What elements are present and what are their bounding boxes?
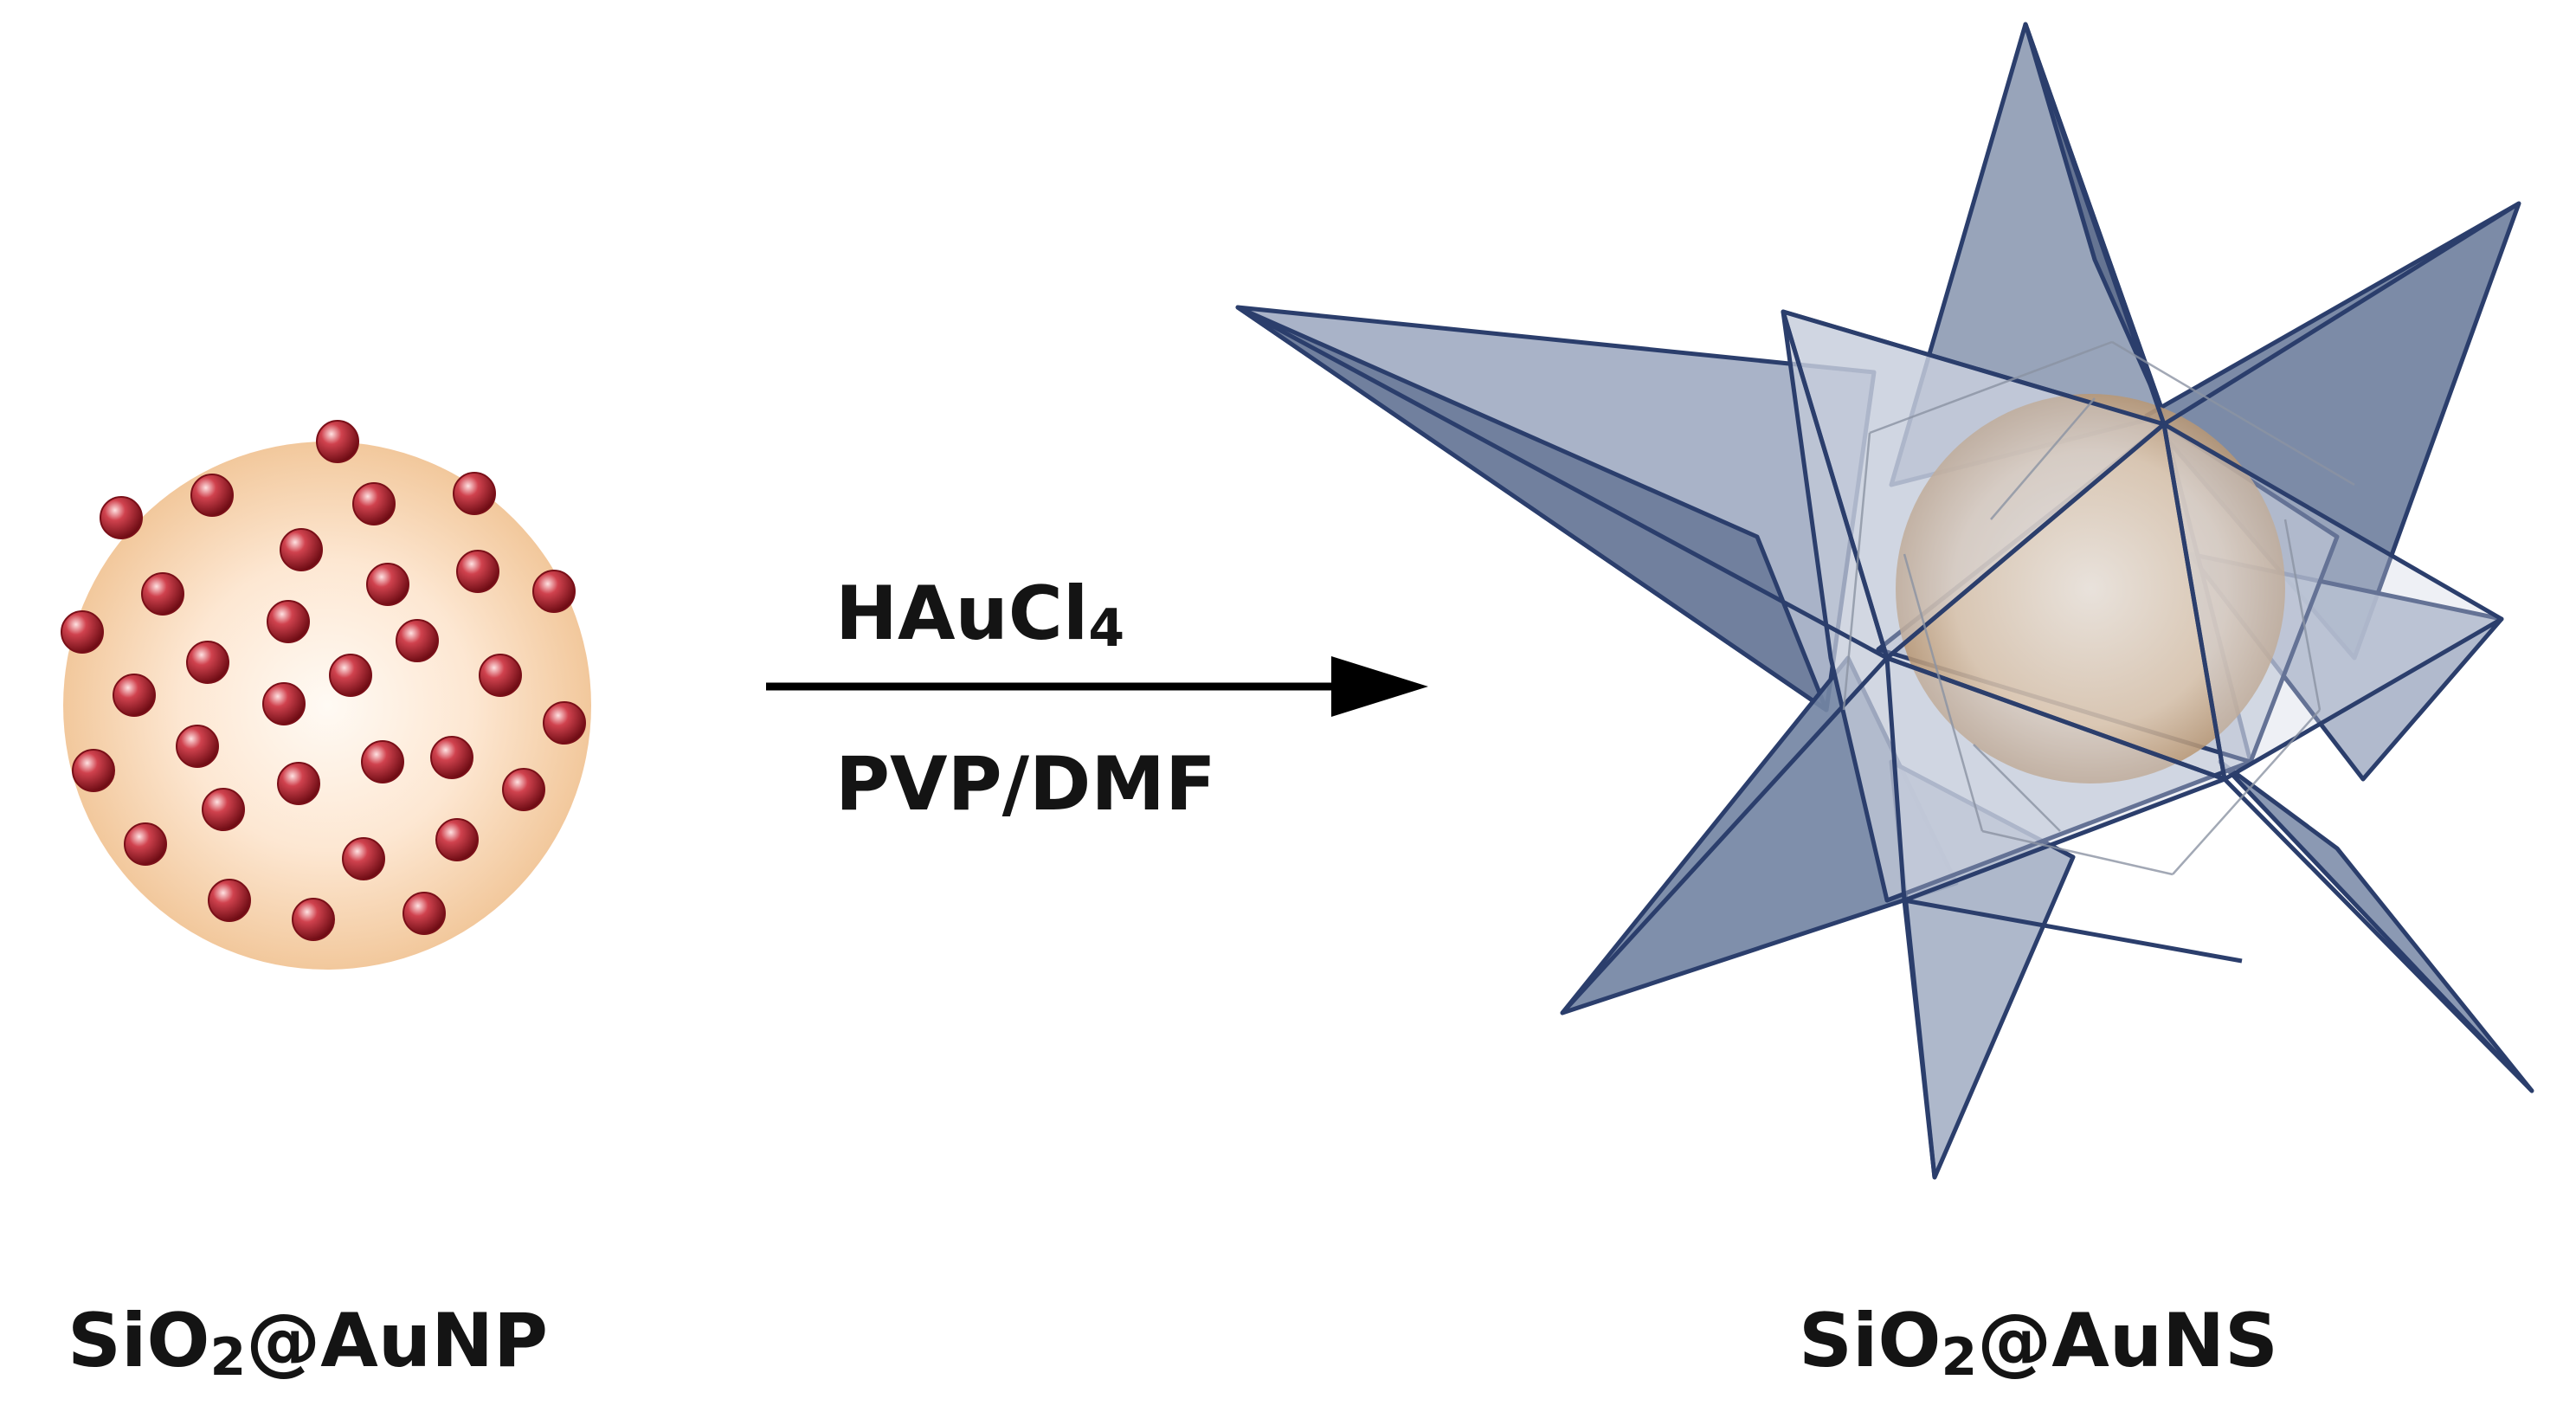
gold-nanoparticle <box>176 725 219 768</box>
gold-nanoparticle <box>361 740 404 783</box>
interior-wireframe <box>1842 340 2355 876</box>
gold-nanoparticle <box>202 788 245 831</box>
edge <box>2023 23 2167 425</box>
spike-bottom-right <box>2218 759 2534 1093</box>
gold-nanoparticle <box>329 654 372 697</box>
gold-nanoparticle <box>479 654 522 697</box>
product-label: SiO2@AuNS <box>1799 1298 2278 1388</box>
reagent-label: HAuCl4 <box>835 571 1124 659</box>
silica-core-inner <box>1896 394 2285 783</box>
gold-nanoparticle <box>262 682 306 725</box>
gold-nanoparticle <box>72 749 115 792</box>
gold-nanoparticles <box>61 420 586 941</box>
gold-nanoparticle <box>430 736 473 779</box>
sio2-auns-nanostar <box>1235 22 2534 1180</box>
conditions-label: PVP/DMF <box>835 741 1216 828</box>
edge <box>1885 422 2166 660</box>
gold-nanoparticle <box>277 762 320 805</box>
gold-nanoparticle <box>141 572 184 616</box>
edge <box>1902 899 1937 1178</box>
gold-nanoparticle <box>352 482 396 525</box>
gold-nanoparticle <box>502 768 545 811</box>
gold-nanoparticle <box>100 496 143 539</box>
edge <box>2162 201 2521 427</box>
gold-nanoparticle <box>456 550 499 593</box>
arrowhead <box>1331 656 1428 717</box>
gold-nanoparticle <box>113 674 156 717</box>
sio2-aunp-particle <box>61 420 591 970</box>
gold-nanoparticle <box>267 600 310 643</box>
gold-nanoparticle <box>342 837 385 880</box>
edge <box>1236 305 1889 661</box>
reaction-arrow <box>766 656 1428 717</box>
gold-nanoparticle <box>124 822 167 866</box>
gold-nanoparticle <box>186 641 229 684</box>
reactant-label: SiO2@AuNP <box>68 1298 548 1388</box>
edge <box>1561 656 1889 1015</box>
edge <box>1903 898 2243 964</box>
star-edges <box>1236 23 2534 1178</box>
edge <box>2161 423 2227 780</box>
edge <box>1781 311 1890 659</box>
gold-nanoparticle <box>292 898 335 941</box>
edge <box>1886 655 2225 782</box>
gold-nanoparticle <box>402 892 446 935</box>
spike-left-top-shadow <box>1235 305 1829 712</box>
gold-nanoparticle <box>532 570 576 613</box>
edge <box>2223 777 2534 1093</box>
gold-nanoparticle <box>61 610 104 654</box>
gold-nanoparticle <box>190 474 234 517</box>
gold-nanoparticle <box>208 879 251 922</box>
gold-nanoparticle <box>435 818 479 861</box>
gold-nanoparticle <box>453 472 496 515</box>
gold-nanoparticle <box>366 563 409 606</box>
gold-nanoparticle <box>396 619 439 662</box>
gold-nanoparticle <box>316 420 359 463</box>
gold-nanoparticle <box>543 701 586 745</box>
gold-nanoparticle <box>280 528 323 571</box>
